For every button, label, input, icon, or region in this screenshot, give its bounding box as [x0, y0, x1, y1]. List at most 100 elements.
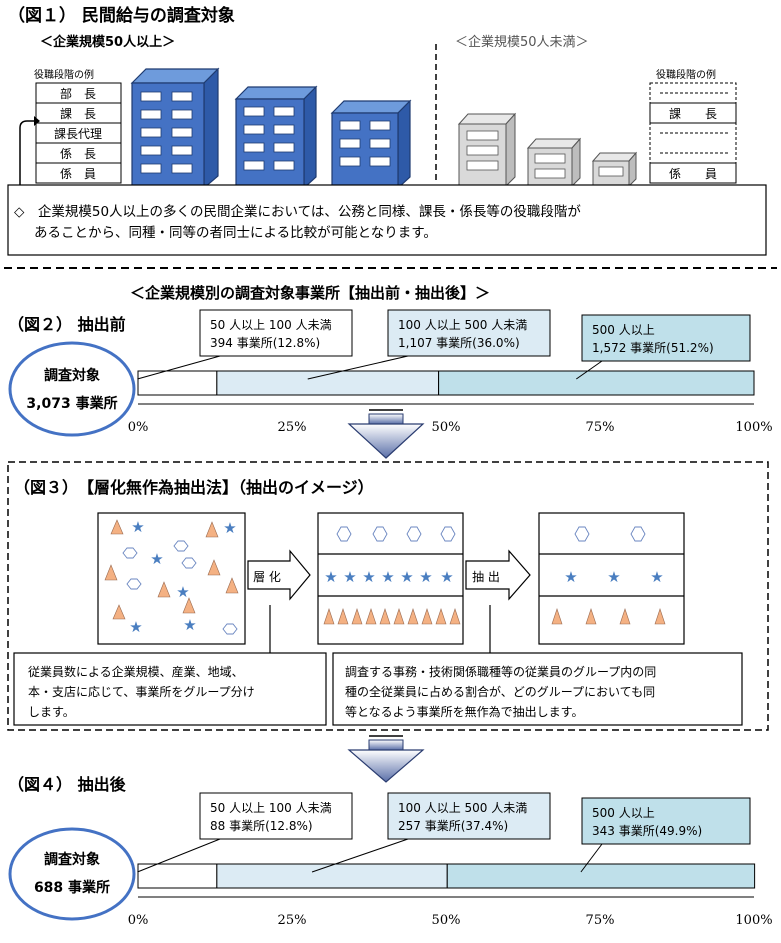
arrowhead-icon: [34, 116, 40, 126]
fig1-note-line2: あることから、同種・同等の者同士による比較が可能となります。: [34, 224, 437, 241]
rank-cell: [649, 162, 737, 184]
fig1-right-heading: ＜企業規模50人未満＞: [455, 34, 589, 50]
segment-count-label: 394 事業所(12.8%): [210, 336, 320, 350]
hexagon-icon: [630, 526, 646, 542]
triangle-icon: [654, 608, 666, 625]
hexagon-icon: [406, 526, 422, 542]
segment-name-label: 500 人以上: [592, 323, 655, 337]
segment-callout-box: [387, 792, 551, 840]
x-tick-label: 25%: [278, 420, 307, 435]
rank-label: 課 長: [60, 106, 96, 121]
star-icon: ★: [650, 568, 663, 586]
x-tick-label: 75%: [586, 420, 615, 435]
segment-callout-box: [581, 314, 751, 362]
triangle-icon: [351, 608, 363, 625]
fig2-stacked-bar-chart: 50 人以上 100 人未満 394 事業所(12.8%) 100 人以上 500 …: [128, 309, 773, 435]
rank-label: 係 員: [669, 167, 717, 181]
triangle-icon: [585, 608, 597, 625]
rank-label: 課長代理: [54, 126, 102, 141]
stratify-note-line: します。: [28, 705, 75, 719]
segment-name-label: 50 人以上 100 人未満: [210, 318, 332, 332]
hexagon-icon: [574, 526, 590, 542]
x-tick-label: 0%: [128, 913, 149, 928]
triangle-icon: [157, 581, 171, 598]
triangle-icon: [323, 608, 335, 625]
sample-arrow-label: 抽 出: [472, 570, 500, 584]
hexagon-icon: [173, 540, 189, 552]
x-tick-label: 50%: [432, 913, 461, 928]
triangle-icon: [182, 597, 196, 614]
segment-callout-box: [199, 309, 353, 357]
hexagon-icon: [372, 526, 388, 542]
hexagon-icon: [222, 623, 238, 635]
fig4-target-count: 688 事業所: [34, 879, 110, 896]
bar-segment: [446, 863, 756, 889]
star-icon: ★: [324, 568, 337, 586]
bar-segment: [137, 370, 218, 396]
hexagon-icon: [336, 526, 352, 542]
segment-count-label: 1,107 事業所(36.0%): [398, 336, 520, 350]
star-icon: ★: [607, 568, 620, 586]
triangle-icon: [407, 608, 419, 625]
star-icon: ★: [131, 518, 144, 536]
star-icon: ★: [183, 616, 196, 634]
triangle-icon: [104, 564, 118, 581]
hexagon-icon: [440, 526, 456, 542]
stratum-stars: ★ ★ ★ ★ ★ ★ ★: [324, 568, 453, 586]
segment-count-label: 1,572 事業所(51.2%): [592, 341, 714, 355]
bar-segment: [216, 863, 448, 889]
fig3-frame: [7, 461, 769, 731]
segment-name-label: 100 人以上 500 人未満: [398, 318, 527, 332]
callout-pointer: [580, 843, 603, 873]
triangle-icon: [393, 608, 405, 625]
segment-callout-box: [387, 309, 551, 357]
star-icon: ★: [150, 550, 163, 568]
triangle-icon: [337, 608, 349, 625]
stratify-note-line: 本・支店に応じて、事業所をグループ分け: [28, 685, 255, 699]
triangle-icon: [551, 608, 563, 625]
triangle-icon: [112, 604, 126, 620]
hexagon-icon: [122, 547, 138, 559]
sample-note-line: 種の全従業員に占める割合が、どのグループにおいても同: [345, 684, 655, 699]
stratum-triangles: [323, 608, 461, 625]
callout-pointer: [576, 360, 603, 380]
segment-callout-box: [581, 797, 751, 845]
hexagon-icon: [181, 557, 197, 569]
building-small-icon: [330, 99, 412, 190]
star-icon: ★: [223, 519, 236, 537]
hexagon-icon: [126, 578, 142, 590]
segment-count-label: 88 事業所(12.8%): [210, 819, 313, 833]
triangle-icon: [207, 559, 221, 576]
bar-segment: [438, 370, 755, 396]
fig2-target-label: 調査対象: [44, 367, 100, 384]
x-tick-label: 50%: [432, 420, 461, 435]
rank-label: 部 長: [60, 86, 96, 101]
fig4-target-ellipse: [8, 827, 136, 921]
star-icon: ★: [440, 568, 453, 586]
triangle-icon: [110, 519, 124, 535]
sample-note-box: [332, 652, 743, 726]
triangle-icon: [421, 608, 433, 625]
sample-note-line: 調査する事務・技術関係職種等の従業員のグループ内の同: [345, 665, 656, 679]
x-tick-label: 75%: [586, 913, 615, 928]
triangle-icon: [435, 608, 447, 625]
stratify-arrow-label: 層 化: [253, 570, 281, 584]
population-box: [97, 512, 246, 645]
star-icon: ★: [564, 568, 577, 586]
x-tick-label: 0%: [128, 420, 149, 435]
rank-label: 係 員: [60, 167, 96, 181]
triangle-icon: [619, 608, 631, 625]
triangle-icon: [379, 608, 391, 625]
fig2-target-ellipse: [8, 341, 136, 437]
fig1-note-box: [7, 184, 767, 256]
small-company-building-icon: [526, 137, 582, 188]
star-icon: ★: [381, 568, 394, 586]
x-tick-label: 100%: [735, 420, 772, 435]
star-icon: ★: [129, 618, 142, 636]
fig4-title: （図４） 抽出後: [8, 775, 127, 794]
star-icon: ★: [176, 583, 189, 601]
fig3-title: （図３） 【層化無作為抽出法】（抽出のイメージ）: [14, 478, 374, 497]
stratify-note-line: 従業員数による企業規模、産業、地域、: [28, 664, 244, 679]
